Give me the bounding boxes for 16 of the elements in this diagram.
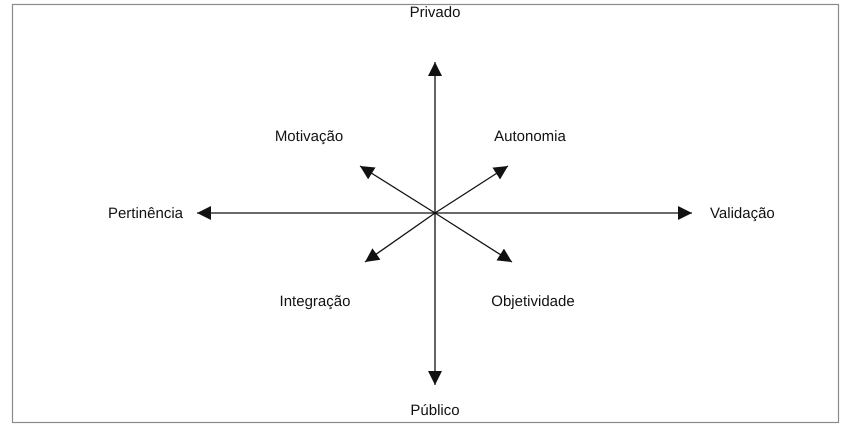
- arrow: [434, 165, 508, 214]
- axis-label: Autonomia: [494, 128, 566, 145]
- axis-label: Validação: [710, 204, 775, 222]
- axis-label: Objetividade: [491, 293, 575, 310]
- axis-label: Pertinência: [108, 204, 183, 222]
- axis-label: Público: [410, 402, 460, 419]
- arrow: [428, 62, 442, 213]
- arrow: [434, 212, 512, 263]
- axis-label: Motivação: [274, 128, 344, 145]
- arrow: [428, 213, 442, 385]
- arrow: [197, 206, 435, 220]
- arrow: [364, 212, 436, 263]
- arrow: [360, 165, 436, 214]
- axis-label: Privado: [410, 4, 460, 21]
- axis-label: Integração: [280, 293, 350, 310]
- arrow: [435, 206, 692, 220]
